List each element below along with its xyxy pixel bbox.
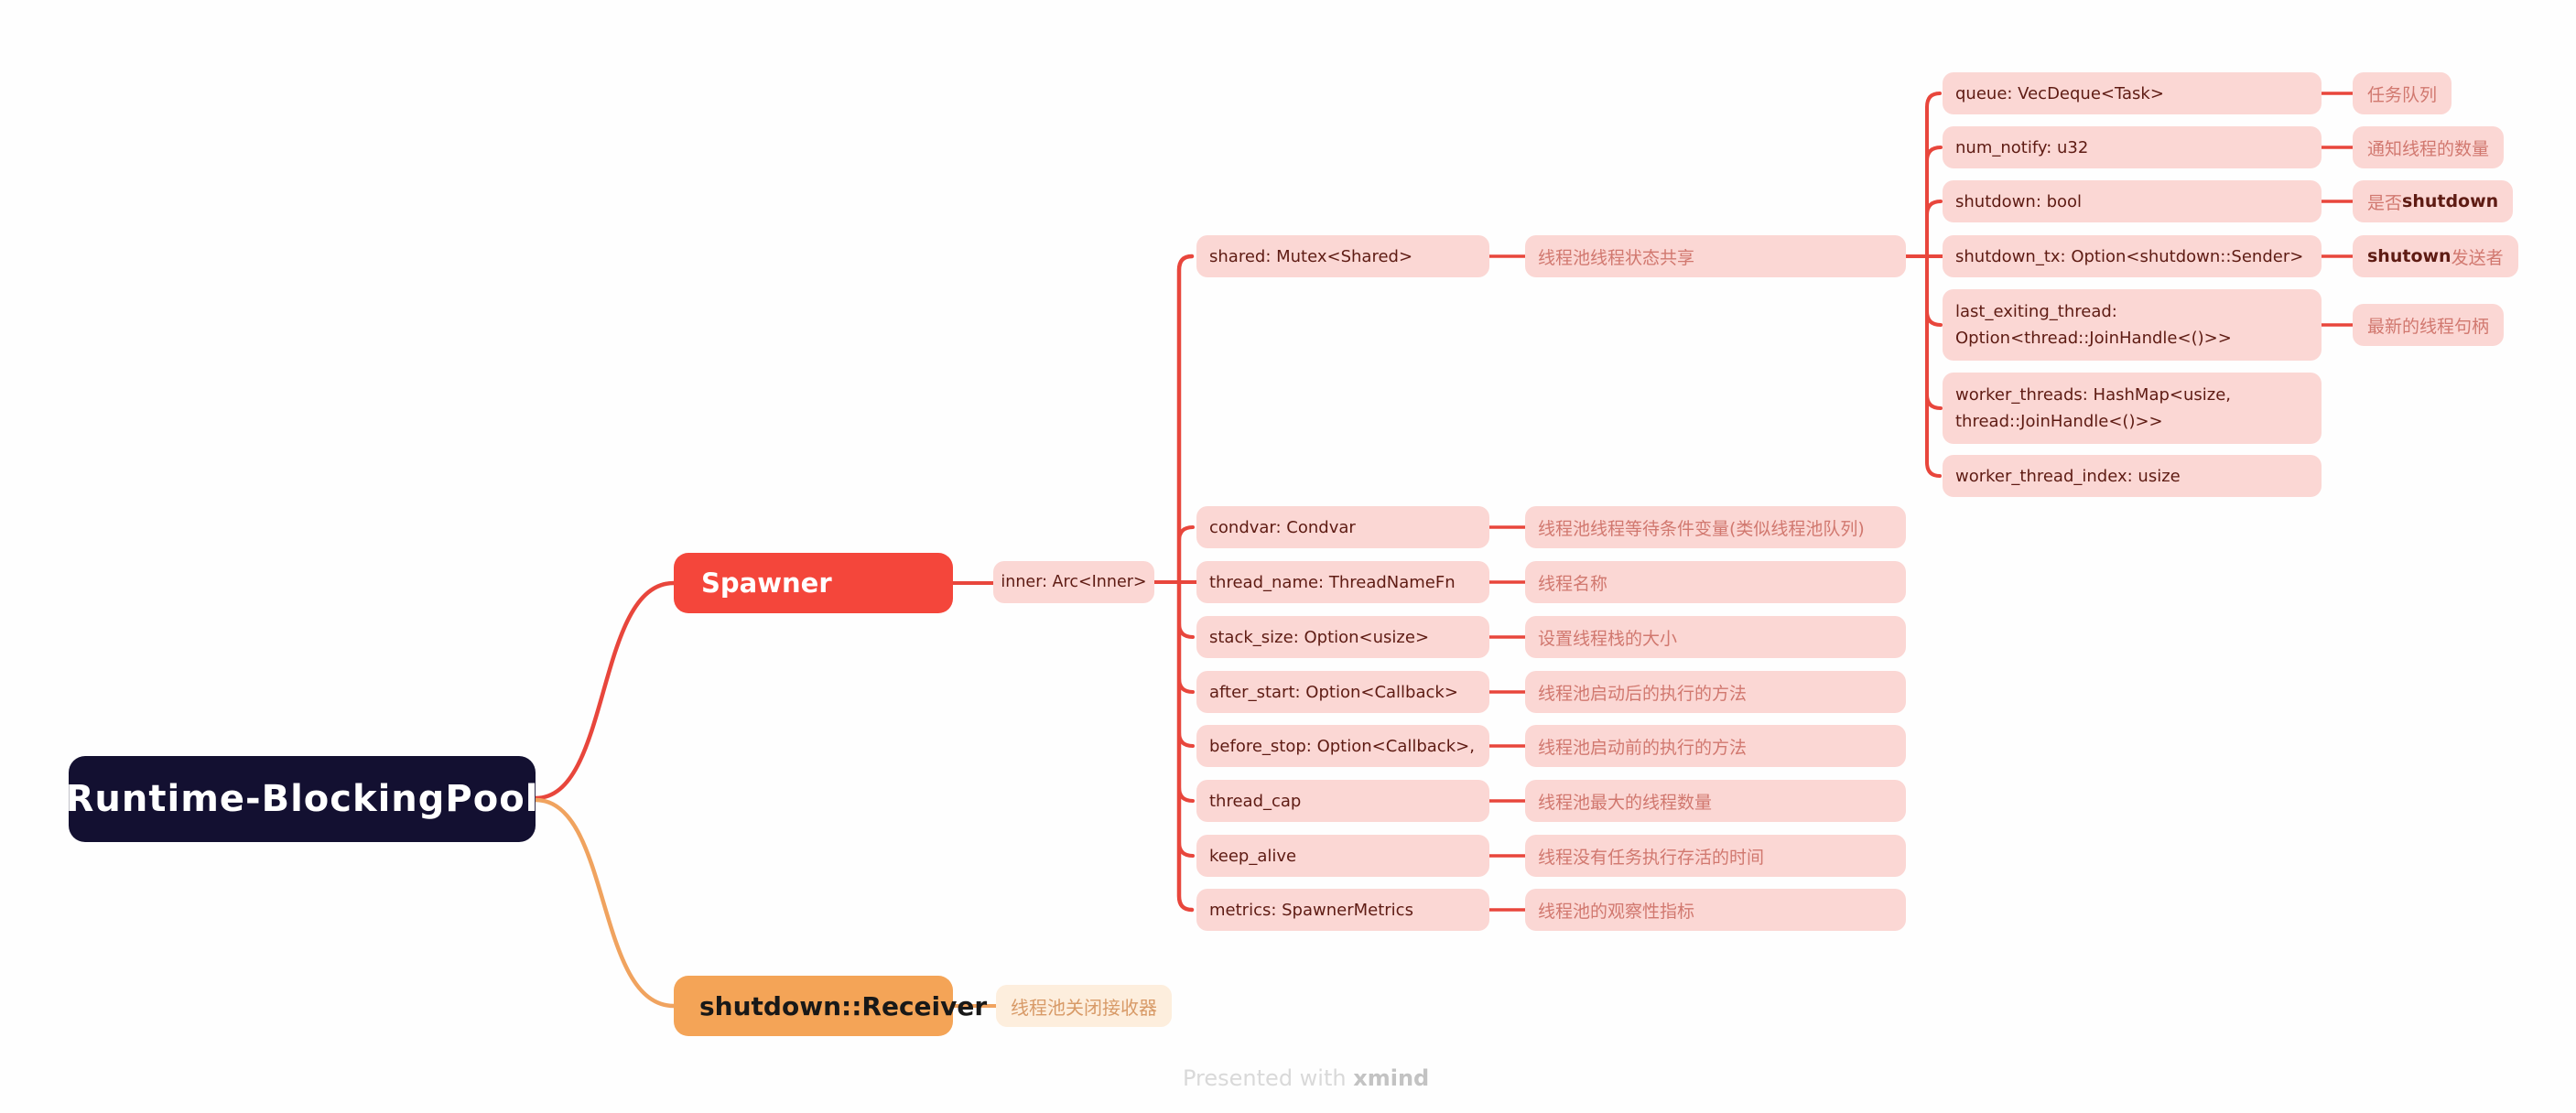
note-before-stop[interactable]: 线程池启动前的执行的方法 (1525, 725, 1906, 767)
note-shutdown-bool-cjk: 是否 (2367, 192, 2403, 213)
node-queue[interactable]: queue: VecDeque<Task> (1943, 72, 2322, 114)
node-condvar[interactable]: condvar: Condvar (1196, 506, 1489, 548)
note-stack-size[interactable]: 设置线程栈的大小 (1525, 616, 1906, 658)
note-after-start[interactable]: 线程池启动后的执行的方法 (1525, 671, 1906, 713)
node-shutdown-receiver[interactable]: shutdown::Receiver (674, 976, 987, 1036)
note-thread-name[interactable]: 线程名称 (1525, 561, 1906, 603)
node-thread-cap[interactable]: thread_cap (1196, 780, 1489, 822)
watermark: Presented with xmind (1183, 1065, 1429, 1091)
note-thread-cap[interactable]: 线程池最大的线程数量 (1525, 780, 1906, 822)
note-shutdown-tx-en: shutown (2367, 246, 2452, 266)
node-thread-name[interactable]: thread_name: ThreadNameFn (1196, 561, 1489, 603)
node-shutdown-bool[interactable]: shutdown: bool (1943, 180, 2322, 222)
node-before-stop[interactable]: before_stop: Option<Callback>, (1196, 725, 1489, 767)
note-keep-alive[interactable]: 线程没有任务执行存活的时间 (1525, 835, 1906, 877)
node-metrics[interactable]: metrics: SpawnerMetrics (1196, 889, 1489, 931)
note-shared[interactable]: 线程池线程状态共享 (1525, 235, 1906, 277)
node-worker-threads-line1: worker_threads: HashMap<usize, (1955, 385, 2232, 405)
node-after-start[interactable]: after_start: Option<Callback> (1196, 671, 1489, 713)
node-worker-thread-index[interactable]: worker_thread_index: usize (1943, 455, 2322, 497)
watermark-brand: xmind (1353, 1065, 1430, 1091)
node-last-exiting-thread-line2: Option<thread::JoinHandle<()>> (1955, 329, 2232, 348)
node-worker-threads-line2: thread::JoinHandle<()>> (1955, 412, 2163, 431)
node-inner[interactable]: inner: Arc<Inner> (993, 561, 1154, 603)
note-queue[interactable]: 任务队列 (2353, 72, 2452, 114)
note-shutdown-tx-cjk: 发送者 (2451, 247, 2504, 268)
node-root[interactable]: Runtime-BlockingPool (66, 756, 537, 842)
node-shared[interactable]: shared: Mutex<Shared> (1196, 235, 1489, 277)
node-worker-threads[interactable]: worker_threads: HashMap<usize, thread::J… (1943, 373, 2322, 444)
node-stack-size[interactable]: stack_size: Option<usize> (1196, 616, 1489, 658)
watermark-prefix: Presented with (1183, 1065, 1354, 1091)
node-shutdown-tx[interactable]: shutdown_tx: Option<shutdown::Sender> (1943, 235, 2322, 277)
node-spawner[interactable]: Spawner (674, 553, 953, 613)
node-num-notify[interactable]: num_notify: u32 (1943, 126, 2322, 168)
note-shutdown-bool-en: shutdown (2402, 191, 2499, 211)
note-num-notify[interactable]: 通知线程的数量 (2353, 126, 2505, 168)
node-last-exiting-thread[interactable]: last_exiting_thread: Option<thread::Join… (1943, 289, 2322, 361)
node-keep-alive[interactable]: keep_alive (1196, 835, 1489, 877)
node-last-exiting-thread-line1: last_exiting_thread: (1955, 302, 2117, 321)
note-metrics[interactable]: 线程池的观察性指标 (1525, 889, 1906, 931)
note-last-exiting-thread[interactable]: 最新的线程句柄 (2353, 304, 2505, 346)
note-shutdown-receiver[interactable]: 线程池关闭接收器 (996, 985, 1172, 1027)
note-condvar[interactable]: 线程池线程等待条件变量(类似线程池队列) (1525, 506, 1906, 548)
